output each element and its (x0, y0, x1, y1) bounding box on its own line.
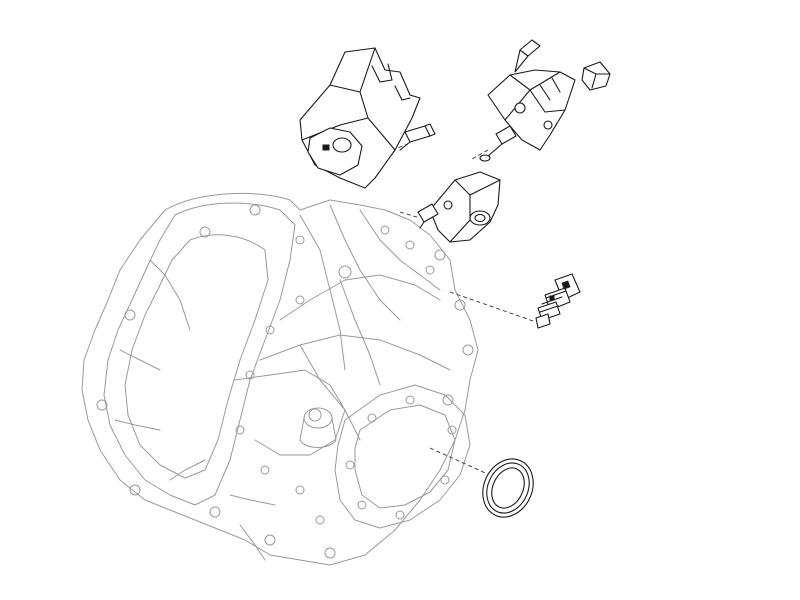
reverse-light-switch (535, 273, 581, 329)
transmission-housing (81, 192, 479, 566)
lower-mount-plate (429, 171, 501, 243)
left-mount-bracket (299, 47, 421, 189)
plate-bolt (417, 203, 439, 229)
assembly-leader-lines (391, 143, 537, 477)
mount-bolt-left (399, 123, 436, 151)
right-mount-bracket (487, 69, 576, 151)
bushing-sleeve (581, 61, 611, 91)
mount-bolt-top (514, 39, 541, 73)
oil-seal (482, 458, 534, 518)
mount-bolt-right (479, 125, 517, 162)
